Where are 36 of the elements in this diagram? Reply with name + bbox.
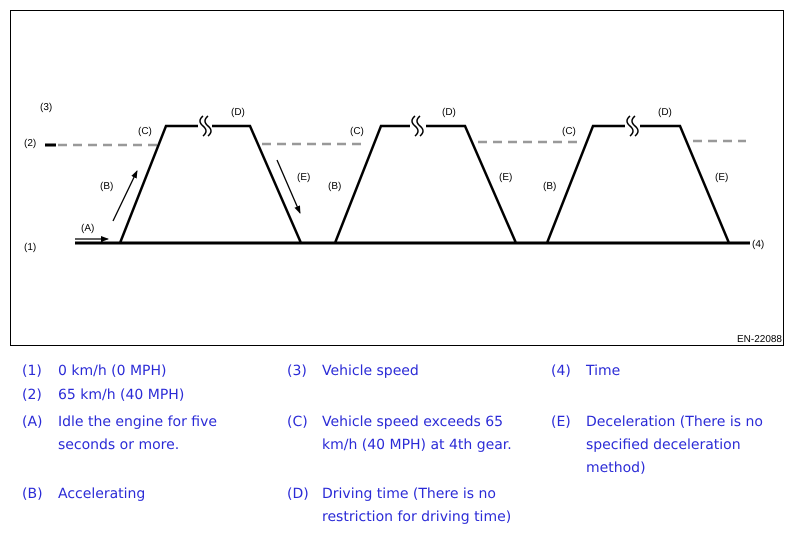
legend-text: 0 km/h (0 MPH) [58, 362, 168, 381]
legend-text: Accelerating [58, 485, 146, 504]
callout-number: (B) [100, 181, 114, 193]
callout-number: (B) [543, 181, 556, 193]
legend-key: (D) [287, 483, 309, 506]
callout-number: (D) [231, 107, 245, 119]
callout-number: (E) [297, 172, 310, 184]
callout-number: (4) [752, 239, 764, 251]
callout-number: (B) [328, 181, 342, 193]
legend-text: Time [586, 362, 622, 381]
legend-key: (2) [22, 384, 42, 407]
legend-text: Vehicle speed exceeds 65 km/h (40 MPH) at 4th gear. [322, 413, 513, 455]
callout-number: (3) [40, 102, 52, 114]
legend-key: (3) [287, 360, 307, 383]
callout-number: (D) [658, 107, 672, 119]
figure-code: EN-22088 [736, 334, 782, 346]
callout-number: (1) [24, 242, 36, 254]
legend-key: (B) [22, 483, 43, 506]
legend-text: 65 km/h (40 MPH) [58, 386, 186, 405]
legend-text: Driving time (There is no restriction for driving time) [322, 485, 512, 527]
legend-text: Deceleration (There is no specified deceleration method) [586, 413, 764, 478]
legend-text: Idle the engine for five seconds or more. [58, 413, 218, 455]
callout-number: (C) [138, 126, 152, 138]
legend-text: Vehicle speed [322, 362, 420, 381]
legend-key: (1) [22, 360, 42, 383]
callout-number: (C) [562, 126, 576, 138]
callout-number: (A) [81, 223, 94, 235]
callout-number: (D) [442, 107, 456, 119]
callout-number: (E) [715, 172, 728, 184]
legend-key: (4) [551, 360, 571, 383]
legend-key: (C) [287, 411, 308, 434]
callout-number: (C) [350, 126, 364, 138]
callout-number: (E) [499, 172, 512, 184]
legend-key: (A) [22, 411, 43, 434]
callout-number: (2) [24, 138, 36, 150]
legend-key: (E) [551, 411, 571, 434]
